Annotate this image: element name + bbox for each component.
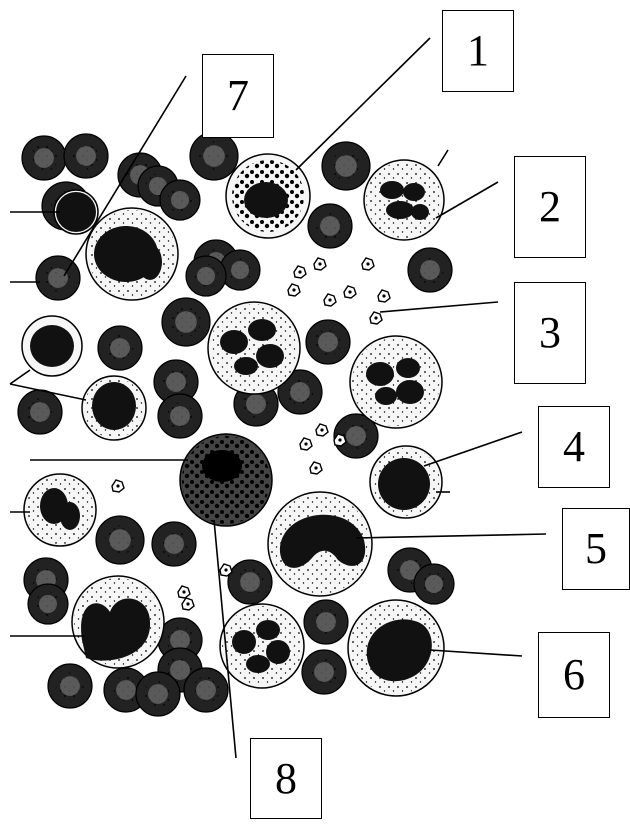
- erythrocyte: [308, 204, 352, 248]
- monocyte: [72, 576, 164, 668]
- leader-line-3: [380, 302, 498, 312]
- platelet: [378, 290, 390, 302]
- neutrophil-segmented: [364, 160, 444, 240]
- label-box-1: 1: [442, 10, 514, 92]
- platelet: [324, 294, 336, 306]
- erythrocyte: [302, 650, 346, 694]
- leader-line-5: [356, 534, 546, 538]
- platelet: [370, 312, 382, 324]
- erythrocyte: [186, 256, 226, 296]
- platelet: [182, 598, 194, 610]
- monocyte: [86, 208, 178, 300]
- erythrocyte: [414, 564, 454, 604]
- erythrocyte: [136, 672, 180, 716]
- erythrocyte: [48, 664, 92, 708]
- label-box-7: 7: [202, 54, 274, 138]
- erythrocyte: [158, 394, 202, 438]
- label-box-4: 4: [538, 406, 610, 488]
- erythrocyte: [162, 298, 210, 346]
- leukocytes: [22, 154, 444, 696]
- platelet: [288, 284, 300, 296]
- leader-line-4: [424, 432, 522, 466]
- label-2: 2: [539, 185, 561, 229]
- label-6: 6: [563, 653, 585, 697]
- label-7: 7: [227, 74, 249, 118]
- basophil: [226, 154, 310, 238]
- platelet: [344, 286, 356, 298]
- leader-line-2: [436, 182, 498, 218]
- band-neutrophil: [268, 492, 372, 596]
- neutrophil: [208, 302, 300, 394]
- lymphocyte: [22, 316, 82, 376]
- erythrocyte: [408, 248, 452, 292]
- erythrocyte: [22, 136, 66, 180]
- erythrocyte: [152, 522, 196, 566]
- erythrocyte: [184, 668, 228, 712]
- erythrocyte: [306, 320, 350, 364]
- platelet: [294, 266, 306, 278]
- label-5: 5: [585, 527, 607, 571]
- platelet: [362, 258, 374, 270]
- neutrophil: [350, 336, 442, 428]
- erythrocyte: [64, 134, 108, 178]
- erythrocyte: [28, 584, 68, 624]
- platelet: [316, 424, 328, 436]
- erythrocyte: [190, 132, 238, 180]
- erythrocyte: [228, 560, 272, 604]
- erythrocyte: [18, 390, 62, 434]
- label-box-2: 2: [514, 156, 586, 258]
- platelet: [314, 258, 326, 270]
- leader-line-right-a: [438, 150, 448, 166]
- platelet: [300, 438, 312, 450]
- label-box-6: 6: [538, 632, 610, 718]
- lymphocyte: [54, 190, 98, 234]
- leader-line-left-d: [10, 370, 30, 384]
- erythrocyte: [304, 600, 348, 644]
- label-box-3: 3: [514, 282, 586, 384]
- platelet: [310, 462, 322, 474]
- label-box-8: 8: [250, 738, 322, 819]
- label-1: 1: [467, 29, 489, 73]
- erythrocyte: [322, 142, 370, 190]
- erythrocyte: [36, 256, 80, 300]
- lymphocyte: [82, 376, 146, 440]
- platelet: [112, 480, 124, 492]
- band-neutrophil: [24, 474, 96, 546]
- eosinophil: [180, 434, 272, 526]
- platelet: [178, 586, 190, 598]
- erythrocyte: [160, 180, 200, 220]
- lymphocyte: [370, 446, 442, 518]
- erythrocyte: [98, 326, 142, 370]
- label-box-5: 5: [562, 508, 630, 590]
- monocyte: [348, 600, 444, 696]
- platelet: [220, 564, 232, 576]
- erythrocyte: [96, 516, 144, 564]
- label-8: 8: [275, 757, 297, 801]
- label-3: 3: [539, 311, 561, 355]
- label-4: 4: [563, 425, 585, 469]
- neutrophil: [220, 604, 304, 688]
- erythrocyte: [220, 250, 260, 290]
